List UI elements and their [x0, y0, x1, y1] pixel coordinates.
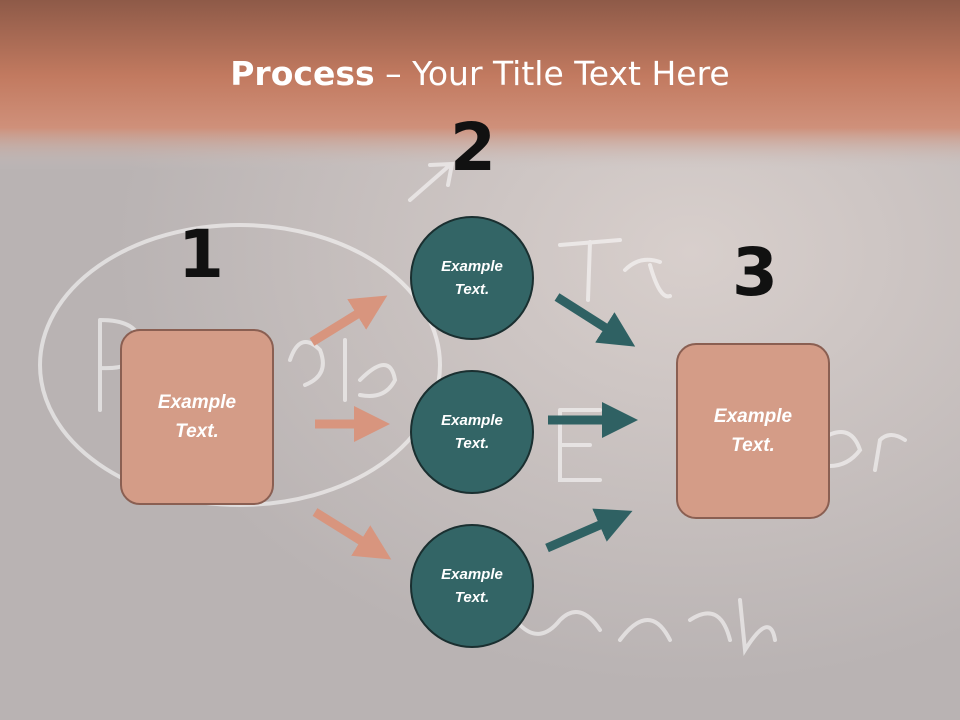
circle-top-text: Example Text. [441, 258, 503, 298]
circle-middle-text: Example Text. [441, 412, 503, 452]
left-box-text: Example Text. [157, 392, 237, 442]
circle-bottom-text: Example Text. [441, 566, 503, 606]
step-number-3: 3 [732, 234, 778, 311]
arrow-bottom-to-right [545, 508, 633, 553]
process-circle-bottom: Example Text. [410, 524, 534, 648]
right-process-box: Example Text. [676, 343, 830, 519]
title-bold: Process [230, 54, 375, 93]
slide-title: Process – Your Title Text Here [0, 54, 960, 93]
process-circle-top: Example Text. [410, 216, 534, 340]
left-process-box: Example Text. [120, 329, 274, 505]
arrow-left-to-bottom [312, 508, 392, 560]
right-box-text: Example Text. [713, 406, 793, 456]
arrow-top-to-right [554, 293, 636, 347]
step-number-1: 1 [178, 216, 224, 293]
arrow-left-to-top [309, 295, 388, 346]
title-rest: – Your Title Text Here [374, 54, 730, 93]
step-number-2: 2 [450, 109, 496, 186]
process-circle-middle: Example Text. [410, 370, 534, 494]
